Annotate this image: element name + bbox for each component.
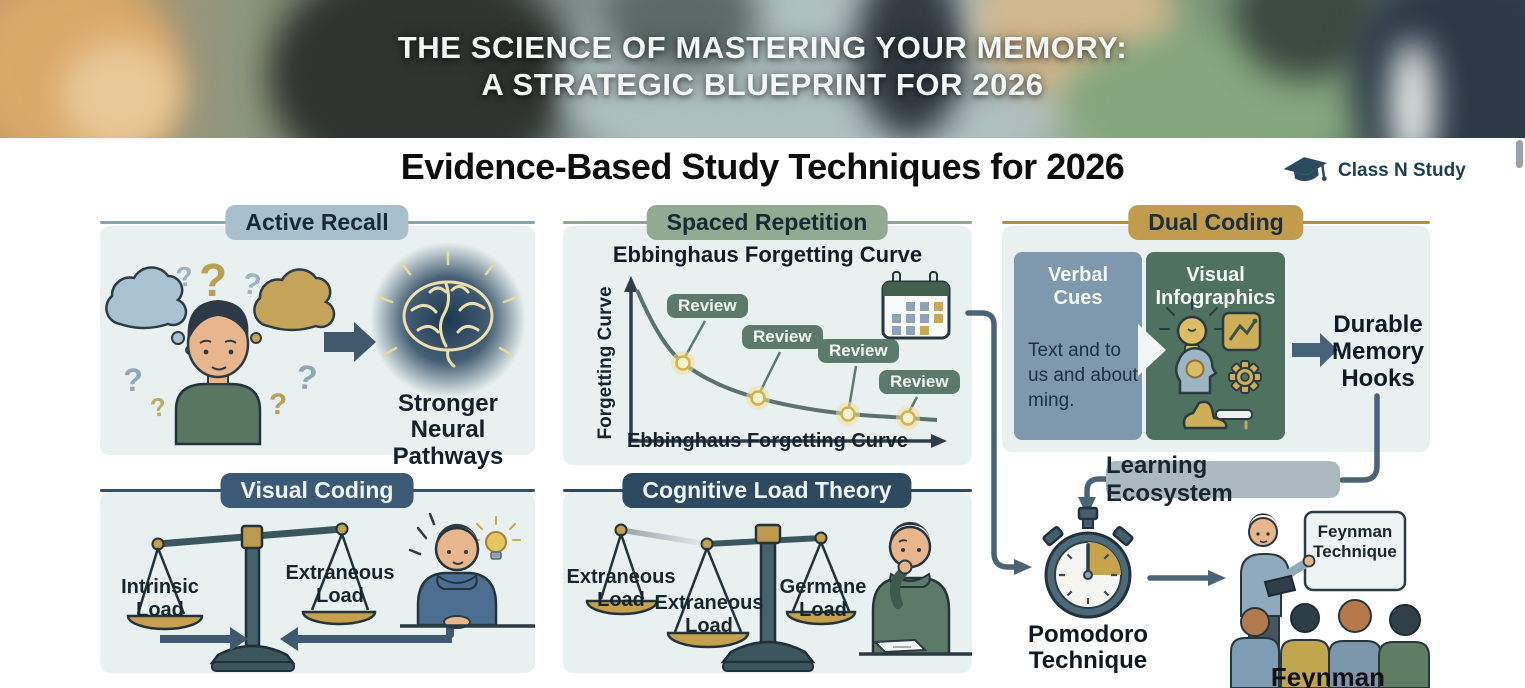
scrollbar-thumb[interactable] (1516, 140, 1523, 168)
arrow-right-icon (160, 627, 248, 651)
whiteboard (1303, 510, 1407, 592)
y-axis-label: Forgetting Curve (595, 286, 616, 440)
feynman-board-text: Feynman Technique (1313, 522, 1397, 562)
visual-infographics-box: Visual Infographics (1146, 252, 1285, 440)
hero-title-line1: THE SCIENCE OF MASTERING YOUR MEMORY: (397, 30, 1128, 65)
germane-load-label: Germane Load (779, 576, 867, 621)
visual-coding-content: Intrinsic Load Extraneous Load (100, 492, 535, 673)
review-point (671, 351, 920, 430)
active-recall-illustration: ? ? ? ? ? ? ? (105, 242, 526, 446)
question-mark: ? (199, 254, 227, 306)
balance-scale-illustration (126, 512, 535, 672)
verbal-cues-text: Text and to us and about ming. (1028, 340, 1138, 412)
audience-icon (1230, 599, 1430, 688)
hero-photo-blur (855, 0, 965, 138)
feynman-scene (1230, 510, 1430, 688)
hero-title-line2: A STRATEGIC BLUEPRINT FOR 2026 (481, 67, 1044, 102)
cognitive-load-content: Extraneous Load Extraneous Load Germane … (563, 492, 972, 673)
question-mark: ? (240, 267, 264, 303)
idea-lightbulb-icon (471, 516, 521, 560)
question-mark: ? (174, 260, 195, 293)
dual-coding-content: Verbal Cues Visual Infographics Text and… (1002, 226, 1430, 452)
active-recall-caption: Stronger Neural Pathways (392, 390, 504, 470)
stopwatch-icon (1042, 506, 1134, 619)
cognitive-load-illustration (585, 521, 972, 672)
chart-title: Ebbinghaus Forgetting Curve (612, 242, 923, 267)
pomodoro-label: Pomodoro Technique (1028, 621, 1148, 674)
dual-coding-art (1138, 299, 1338, 430)
feynman-label: Feynman Technique (1270, 662, 1386, 688)
spaced-repetition-content: Ebbinghaus Forgetting Curve Forgetting C… (563, 226, 972, 465)
calendar-icon (881, 271, 951, 340)
review-badge: Review (667, 294, 748, 318)
brain-rays-icon (377, 250, 519, 357)
question-mark: ? (123, 362, 143, 398)
question-mark: ? (148, 391, 169, 423)
gear-icon (1228, 360, 1262, 394)
verbal-cues-title: Verbal Cues (1047, 264, 1109, 309)
arrow-right-icon (1292, 333, 1338, 367)
question-mark: ? (294, 358, 320, 399)
boot-and-pipe-icon (1182, 400, 1253, 430)
extraneous-load-label: Extraneous Load (285, 562, 395, 607)
extraneous-load-label: Extraneous Load (654, 592, 764, 637)
review-badge: Review (818, 339, 899, 363)
verbal-cues-box: Verbal Cues (1014, 252, 1142, 440)
dual-coding-result: Durable Memory Hooks (1331, 311, 1425, 392)
thinking-person-icon (174, 300, 262, 446)
lightbulb-icon (1159, 299, 1225, 355)
chevron-right-icon (1138, 324, 1166, 376)
thinking-student-icon (859, 521, 972, 656)
arrow-left-icon (280, 627, 452, 651)
arrow-right-icon (324, 322, 376, 362)
thought-cloud-gold-icon (239, 268, 336, 355)
brain-icon (402, 280, 494, 368)
badge-dual-coding: Dual Coding (1128, 205, 1304, 240)
studying-person-icon (400, 512, 535, 629)
badge-active-recall: Active Recall (225, 205, 409, 240)
visual-infographics-title: Visual Infographics (1155, 264, 1276, 309)
active-recall-content: ? ? ? ? ? ? ? (100, 226, 535, 470)
review-badge: Review (879, 370, 960, 394)
page-title: Evidence-Based Study Techniques for 2026 (400, 146, 1125, 187)
learning-ecosystem-badge: Learning Ecosystem (1106, 452, 1340, 507)
hero-photo-blur (270, 0, 570, 138)
brand-name: Class N Study (1338, 160, 1466, 181)
hero-photo-blur (60, 40, 180, 138)
badge-visual-coding: Visual Coding (220, 473, 414, 508)
extraneous-load-label: Extraneous Load (566, 566, 676, 611)
connector-ecosystem-to-pomodoro (1084, 476, 1109, 501)
question-mark: ? (269, 388, 287, 421)
hero-photo-blur (1390, 40, 1435, 138)
forgetting-curve-chart (624, 271, 951, 448)
hero-photo-blur (1350, 0, 1525, 138)
review-badge: Review (742, 325, 823, 349)
brand-logo[interactable]: Class N Study (1283, 153, 1466, 189)
graduation-cap-icon (1283, 157, 1328, 182)
head-with-brain-icon (1175, 347, 1218, 395)
chart-icon (1221, 311, 1262, 352)
intrinsic-load-label: Intrinsic Load (121, 576, 199, 621)
x-axis-label: Ebbinghaus Forgetting Curve (626, 430, 909, 452)
hero-banner: THE SCIENCE OF MASTERING YOUR MEMORY: A … (0, 0, 1525, 138)
badge-spaced-repetition: Spaced Repetition (646, 205, 888, 240)
badge-cognitive-load: Cognitive Load Theory (622, 473, 912, 508)
